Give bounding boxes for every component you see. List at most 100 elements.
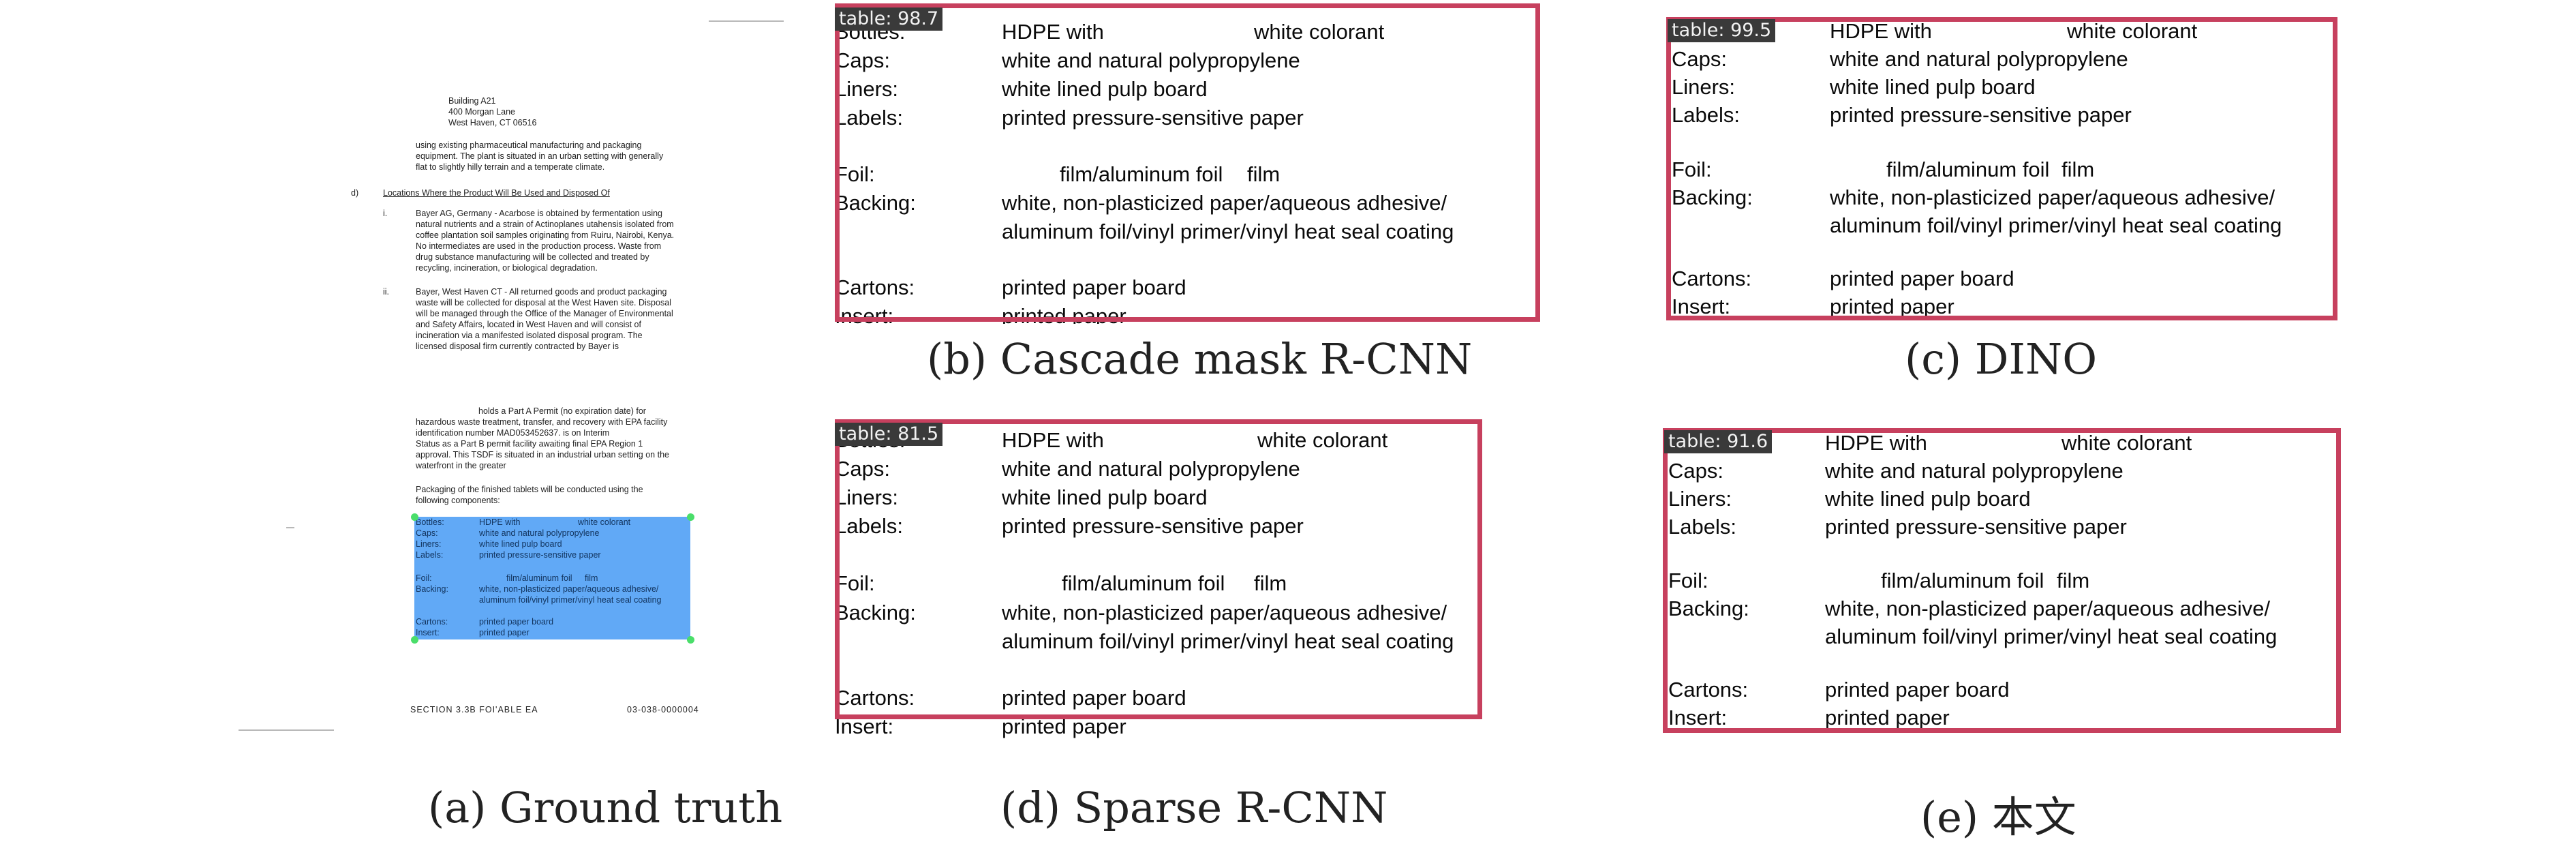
address-line: West Haven, CT 06516 — [448, 118, 537, 127]
doc-text-line: hazardous waste treatment, transfer, and… — [416, 417, 668, 427]
gt-row-key: Cartons: — [416, 617, 448, 627]
prediction-score: 81.5 — [898, 423, 939, 444]
prediction-panel-b: Bottles: HDPE with white colorant Caps: … — [835, 3, 1578, 324]
doc-text-line: waste will be collected for disposal at … — [416, 298, 671, 307]
row-value: HDPE with — [1002, 20, 1104, 44]
row-extra: film — [1254, 571, 1287, 595]
doc-text-line: holds a Part A Permit (no expiration dat… — [478, 406, 646, 416]
row-value: white lined pulp board — [1002, 485, 1208, 509]
prediction-class: table: — [1672, 20, 1725, 41]
prediction-label: table: 98.7 — [835, 7, 943, 31]
row-value: white, non-plasticized paper/aqueous adh… — [1002, 191, 1447, 215]
doc-text-line: equipment. The plant is situated in an u… — [416, 151, 664, 161]
prediction-panel-e: Bottles: HDPE with white colorant Caps: … — [1656, 426, 2399, 747]
gt-row-extra: white colorant — [578, 517, 631, 527]
row-extra: white colorant — [2061, 431, 2192, 455]
row-key: Labels: — [835, 514, 903, 538]
row-value: white lined pulp board — [1002, 77, 1208, 101]
row-value: printed pressure-sensitive paper — [1002, 514, 1304, 538]
row-value: film/aluminum foil — [1886, 157, 2050, 181]
row-key: Foil: — [835, 162, 875, 186]
gt-row-value: aluminum foil/vinyl primer/vinyl heat se… — [479, 595, 662, 605]
gt-row-value: printed paper board — [479, 617, 554, 627]
prediction-box — [835, 419, 1482, 719]
row-value: HDPE with — [1825, 431, 1927, 455]
doc-text-line: Packaging of the finished tablets will b… — [416, 485, 643, 494]
row-value: white, non-plasticized paper/aqueous adh… — [1825, 597, 2271, 620]
gt-row-value: white, non-plasticized paper/aqueous adh… — [479, 584, 659, 594]
row-extra: white colorant — [1257, 428, 1388, 452]
doc-footer-left: SECTION 3.3B FOI'ABLE EA — [410, 705, 538, 714]
gt-row-extra: film — [585, 573, 598, 583]
row-value: printed pressure-sensitive paper — [1830, 103, 2132, 127]
row-key: Liners: — [1668, 487, 1732, 511]
doc-text-line: drug substance manufacturing will be col… — [416, 252, 649, 262]
doc-text-line: No intermediates are used in the product… — [416, 241, 662, 251]
row-key: Cartons: — [1668, 678, 1749, 702]
row-key: Labels: — [1672, 103, 1740, 127]
row-key: Labels: — [1668, 515, 1736, 539]
gt-row-key: Liners: — [416, 539, 442, 549]
prediction-class: table: — [839, 8, 892, 29]
row-key: Foil: — [1668, 569, 1708, 592]
row-key: Insert: — [1668, 706, 1728, 729]
ground-truth-corner-marker — [687, 513, 694, 521]
ground-truth-corner-marker — [687, 636, 694, 644]
row-value: printed paper board — [1002, 275, 1186, 299]
doc-text-line: Bayer AG, Germany - Acarbose is obtained… — [416, 209, 662, 218]
caption-a: (a) Ground truth — [428, 783, 783, 832]
row-extra: film — [2061, 157, 2095, 181]
doc-text-line: identification number MAD053452637. is o… — [416, 428, 610, 438]
gt-row-value: film/aluminum foil — [506, 573, 572, 583]
prediction-score: 91.6 — [1727, 431, 1768, 452]
row-key: Backing: — [835, 191, 916, 215]
doc-text-line: waterfront in the greater — [416, 461, 506, 470]
row-key: Caps: — [1672, 47, 1727, 71]
prediction-label: table: 99.5 — [1668, 19, 1776, 42]
row-key: Cartons: — [1672, 267, 1752, 290]
row-value: white and natural polypropylene — [1825, 459, 2123, 483]
row-key: Caps: — [835, 457, 890, 481]
row-key: Foil: — [1672, 157, 1712, 181]
section-heading: Locations Where the Product Will Be Used… — [383, 188, 610, 198]
prediction-score: 98.7 — [898, 8, 939, 29]
row-key: Caps: — [835, 48, 890, 72]
row-value: white lined pulp board — [1825, 487, 2031, 511]
item-marker: ii. — [383, 287, 390, 297]
doc-text-line: flat to slightly hilly terrain and a tem… — [416, 162, 605, 172]
row-value: white lined pulp board — [1830, 75, 2036, 99]
row-value: aluminum foil/vinyl primer/vinyl heat se… — [1002, 220, 1454, 243]
doc-text-line: incineration via a manifested isolated d… — [416, 331, 643, 340]
row-value: aluminum foil/vinyl primer/vinyl heat se… — [1002, 629, 1454, 653]
gt-row-key: Backing: — [416, 584, 448, 594]
gt-row-value: printed pressure-sensitive paper — [479, 550, 601, 560]
doc-text-line: licensed disposal firm currently contrac… — [416, 342, 619, 351]
section-marker: d) — [351, 188, 359, 198]
row-value: film/aluminum foil — [1881, 569, 2044, 592]
prediction-label: table: 91.6 — [1664, 430, 1773, 453]
row-key: Caps: — [1668, 459, 1723, 483]
ground-truth-document: Building A21 400 Morgan Lane West Haven,… — [232, 10, 791, 740]
ground-truth-corner-marker — [411, 636, 418, 644]
item-marker: i. — [383, 209, 388, 218]
row-extra: film — [2057, 569, 2090, 592]
doc-text-line: Bayer, West Haven CT - All returned good… — [416, 287, 667, 297]
row-value: white and natural polypropylene — [1002, 48, 1300, 72]
row-key: Backing: — [835, 601, 916, 624]
row-value: aluminum foil/vinyl primer/vinyl heat se… — [1825, 624, 2278, 648]
row-value: white, non-plasticized paper/aqueous adh… — [1830, 185, 2275, 209]
row-value: aluminum foil/vinyl primer/vinyl heat se… — [1830, 213, 2282, 237]
row-key: Liners: — [835, 485, 899, 509]
caption-d: (d) Sparse R-CNN — [1000, 783, 1388, 832]
doc-text-line: natural nutrients and a strain of Actino… — [416, 220, 674, 229]
ground-truth-corner-marker — [411, 513, 418, 521]
prediction-label: table: 81.5 — [835, 423, 943, 446]
row-extra: white colorant — [2067, 19, 2198, 43]
gt-row-key: Labels: — [416, 550, 444, 560]
caption-b: (b) Cascade mask R-CNN — [927, 334, 1473, 384]
gt-row-key: Insert: — [416, 628, 440, 637]
gt-row-key: Foil: — [416, 573, 432, 583]
row-value: printed pressure-sensitive paper — [1825, 515, 2127, 539]
prediction-score: 99.5 — [1730, 20, 1772, 41]
doc-text-line: coffee plantation soil samples originati… — [416, 230, 675, 240]
